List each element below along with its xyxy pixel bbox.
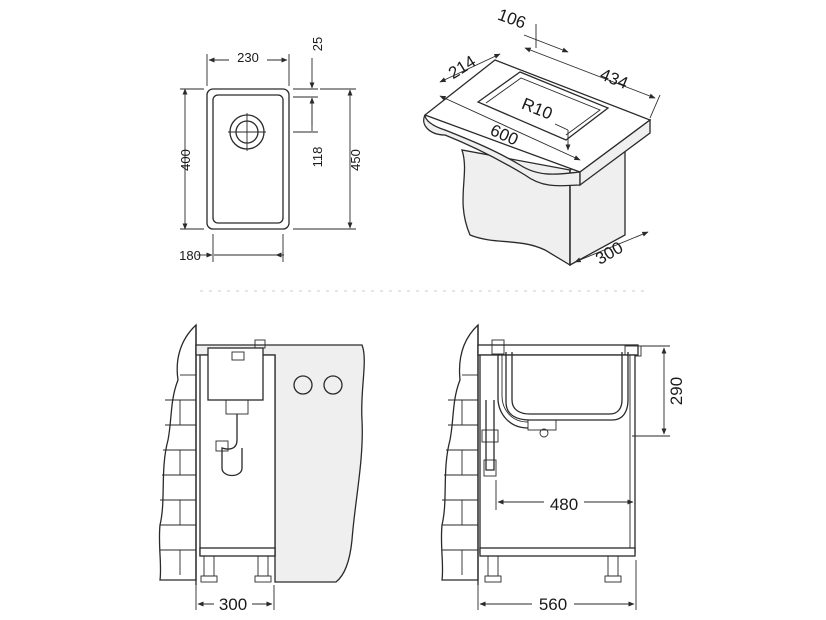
side-bowl xyxy=(207,347,264,401)
brick-lines xyxy=(160,374,196,575)
isometric-view: 106 434 214 R10 600 300 xyxy=(423,5,661,269)
dim-450: 450 xyxy=(348,149,363,171)
front-drain xyxy=(527,419,557,431)
wall-right xyxy=(440,323,479,581)
outlet-2 xyxy=(323,375,343,395)
dim-180: 180 xyxy=(179,248,201,263)
wall-left xyxy=(158,323,197,581)
dim-400: 400 xyxy=(178,149,193,171)
front-cabinet xyxy=(479,354,636,554)
front-trap xyxy=(485,400,495,471)
dim-560: 560 xyxy=(539,595,567,614)
bowl-outline xyxy=(212,94,284,224)
front-bowl xyxy=(511,352,623,415)
dim-118: 118 xyxy=(310,147,325,168)
dim-434: 434 xyxy=(597,65,630,93)
foot-left xyxy=(203,555,215,577)
brick-lines-2 xyxy=(442,374,478,575)
dim-106: 106 xyxy=(495,5,528,33)
top-view: 230 400 25 118 450 180 xyxy=(178,37,363,263)
sink-outline xyxy=(206,88,290,230)
outlet-1 xyxy=(293,375,313,395)
front-countertop xyxy=(477,344,639,356)
side-countertop-cabinet xyxy=(195,344,365,583)
dim-480: 480 xyxy=(550,495,578,514)
dim-25: 25 xyxy=(310,37,325,51)
dim-230: 230 xyxy=(237,50,259,65)
dim-300-side: 300 xyxy=(219,595,247,614)
front-view: 290 480 560 xyxy=(440,323,686,614)
foot-right xyxy=(257,555,269,577)
dim-290: 290 xyxy=(667,377,686,405)
side-view: 300 xyxy=(158,323,365,614)
iso-countertop-edge-right xyxy=(579,118,651,187)
drain-trap xyxy=(221,414,243,477)
